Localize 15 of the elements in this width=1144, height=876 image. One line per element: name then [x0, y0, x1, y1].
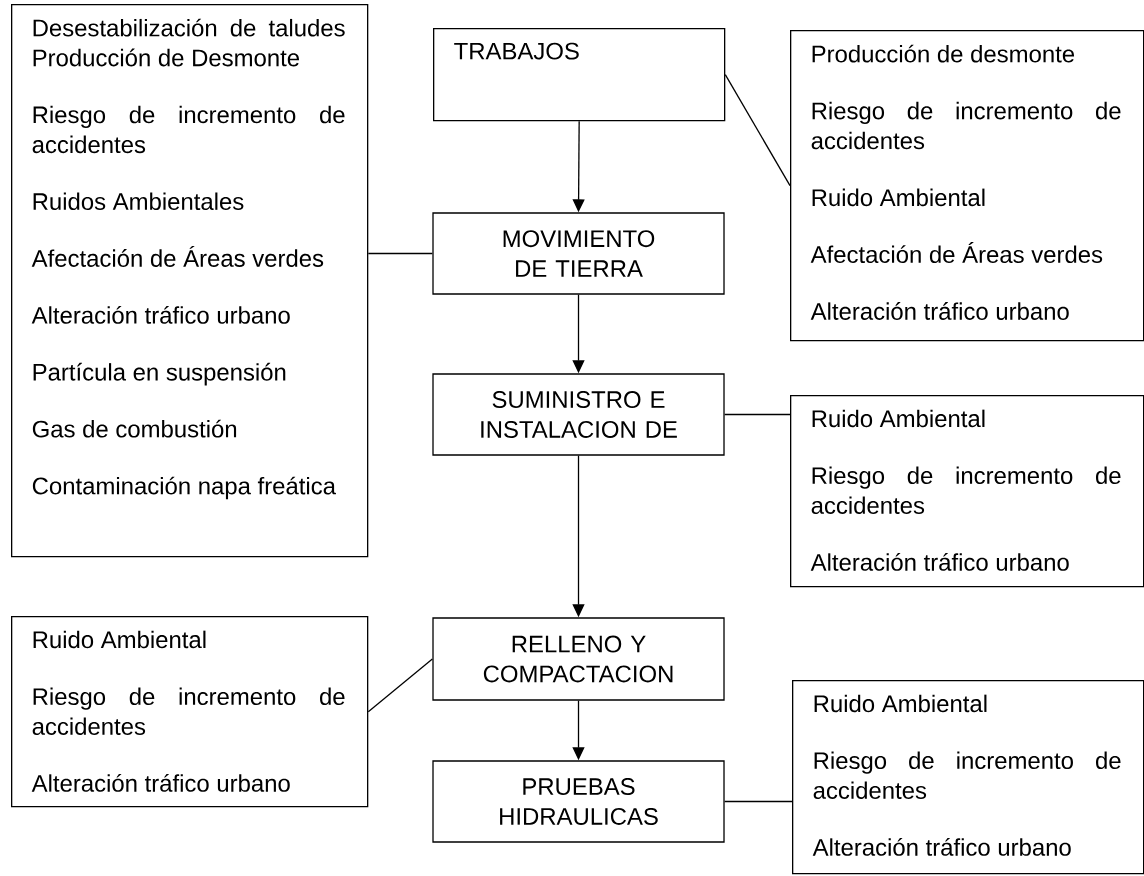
connector-line [724, 74, 791, 187]
connector-line [367, 658, 433, 713]
process-box: MOVIMIENTO DE TIERRA [432, 212, 725, 295]
connector-line [367, 252, 433, 255]
effects-list-box: Ruido Ambiental Riesgo de incremento de accidentes Alteración tráfico urbano [790, 395, 1144, 588]
process-box: SUMINISTRO E INSTALACION DE [432, 373, 725, 456]
process-box: PRUEBAS HIDRAULICAS [432, 760, 725, 843]
process-box: RELLENO Y COMPACTACION [432, 617, 725, 701]
connector-line [724, 800, 793, 803]
effects-list-box: Desestabilización de taludes Producción de Desmonte Riesgo de incremento de accidentes Ruidos Ambientales Afectación de Áreas verdes Alteración tráfico urbano Partícula en suspensión Gas de combustión Contaminación napa freática [11, 4, 369, 558]
effects-list-box: Ruido Ambiental Riesgo de incremento de accidentes Alteración tráfico urbano [792, 680, 1144, 875]
process-box: TRABAJOS [433, 28, 726, 122]
effects-list-box: Producción de desmonte Riesgo de incremento de accidentes Ruido Ambiental Afectación de Áreas verdes Alteración tráfico urbano [790, 30, 1144, 342]
effects-list-box: Ruido Ambiental Riesgo de incremento de accidentes Alteración tráfico urbano [11, 616, 369, 808]
connector-line [724, 413, 791, 416]
